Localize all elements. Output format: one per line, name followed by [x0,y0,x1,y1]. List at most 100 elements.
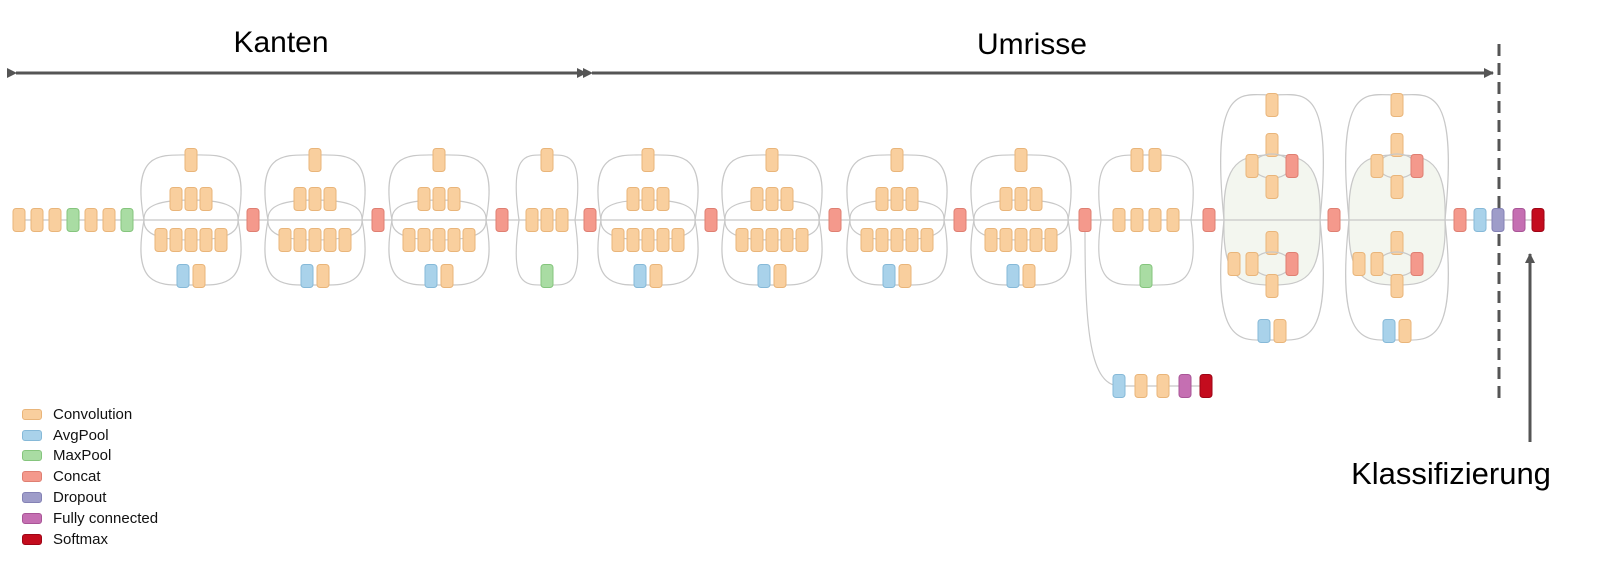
conv-layer [984,228,998,252]
legend-swatch [22,512,42,524]
conv-layer [656,187,670,211]
conv-layer [323,228,337,252]
conv-layer [1390,133,1404,157]
cat-layer [828,208,842,232]
legend-label: AvgPool [53,426,109,444]
conv-layer [1029,228,1043,252]
cat-layer [246,208,260,232]
legend-label: Convolution [53,405,133,423]
klassifizierung-label: Klassifizierung [1351,456,1551,491]
conv-layer [169,187,183,211]
kanten-label: Kanten [233,26,328,59]
conv-layer [440,264,454,288]
conv-layer [402,228,416,252]
avg-layer [633,264,647,288]
conv-layer [780,228,794,252]
legend-item: Concat [22,466,158,487]
conv-layer [1044,228,1058,252]
cat-layer [1453,208,1467,232]
conv-layer [1265,274,1279,298]
avg-layer [1382,319,1396,343]
conv-layer [1265,231,1279,255]
module-outline [970,219,1072,286]
conv-layer [1014,148,1028,172]
fc-layer [1512,208,1526,232]
conv-layer [765,187,779,211]
conv-layer [432,187,446,211]
conv-layer [1014,187,1028,211]
max-layer [120,208,134,232]
conv-layer [323,187,337,211]
cat-layer [371,208,385,232]
conv-layer [875,187,889,211]
module-outline [388,219,490,286]
max-layer [1139,264,1153,288]
legend-item: Fully connected [22,508,158,529]
legend-item: Dropout [22,487,158,508]
conv-layer [898,264,912,288]
conv-layer [1148,148,1162,172]
conv-layer [773,264,787,288]
conv-layer [293,187,307,211]
conv-layer [184,228,198,252]
conv-layer [626,187,640,211]
conv-layer [1134,374,1148,398]
conv-layer [641,228,655,252]
conv-layer [1148,208,1162,232]
conv-layer [765,148,779,172]
conv-layer [1022,264,1036,288]
conv-layer [611,228,625,252]
cat-layer [704,208,718,232]
conv-layer [641,148,655,172]
conv-layer [1227,252,1241,276]
conv-layer [1166,208,1180,232]
avg-layer [300,264,314,288]
cat-layer [1078,208,1092,232]
legend-item: AvgPool [22,425,158,446]
conv-layer [649,264,663,288]
conv-layer [447,228,461,252]
conv-layer [199,228,213,252]
conv-layer [192,264,206,288]
cat-layer [1202,208,1216,232]
conv-layer [890,187,904,211]
conv-layer [1245,252,1259,276]
max-layer [540,264,554,288]
conv-layer [1014,228,1028,252]
conv-layer [84,208,98,232]
conv-layer [293,228,307,252]
conv-layer [1398,319,1412,343]
conv-layer [905,187,919,211]
fc-layer [1178,374,1192,398]
conv-layer [795,228,809,252]
cat-layer [1285,252,1299,276]
conv-layer [1390,93,1404,117]
conv-layer [462,228,476,252]
conv-layer [1029,187,1043,211]
legend-swatch [22,471,42,483]
avg-layer [757,264,771,288]
conv-layer [860,228,874,252]
conv-layer [641,187,655,211]
module-outline [1345,219,1449,341]
legend-label: MaxPool [53,447,112,465]
conv-layer [555,208,569,232]
conv-layer [1390,231,1404,255]
conv-layer [184,148,198,172]
conv-layer [626,228,640,252]
conv-layer [30,208,44,232]
conv-layer [417,228,431,252]
conv-layer [1390,175,1404,199]
conv-layer [338,228,352,252]
cat-layer [495,208,509,232]
conv-layer [656,228,670,252]
conv-layer [1352,252,1366,276]
conv-layer [1265,175,1279,199]
legend-swatch [22,408,42,420]
conv-layer [1390,274,1404,298]
legend-swatch [22,492,42,504]
module-outline [1220,219,1324,341]
avg-layer [882,264,896,288]
conv-layer [308,187,322,211]
